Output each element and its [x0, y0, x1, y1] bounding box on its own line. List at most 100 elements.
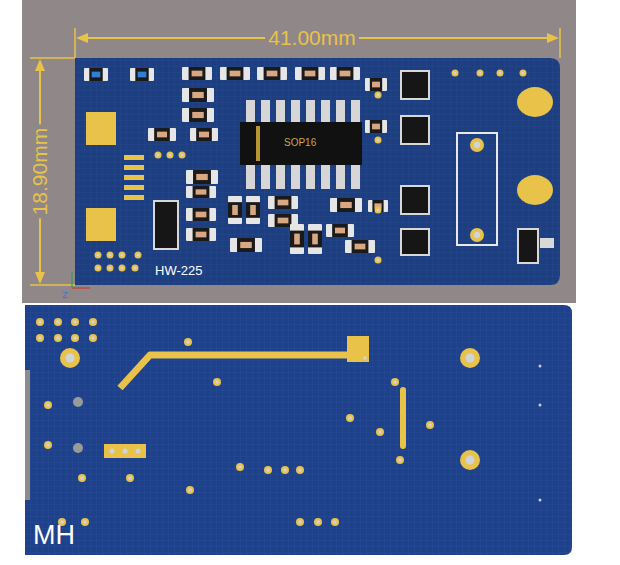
dimension-line — [74, 28, 76, 58]
black-part — [400, 70, 430, 100]
top-board — [75, 58, 560, 285]
via-hole — [215, 380, 219, 384]
via — [396, 456, 404, 464]
logo-text: MH — [33, 521, 75, 551]
terminal-pad — [517, 87, 553, 117]
trace-pad — [347, 336, 369, 362]
via-hole — [474, 142, 480, 148]
black-part — [517, 228, 539, 264]
pin1-stripe — [256, 126, 260, 161]
via-hole — [188, 488, 192, 492]
via-hole — [156, 153, 159, 156]
bottom-features — [25, 318, 542, 526]
via-hole — [123, 449, 128, 454]
via — [36, 318, 44, 326]
via — [236, 463, 244, 471]
via — [361, 354, 369, 362]
via — [520, 70, 527, 77]
via — [95, 252, 102, 259]
ic-pin — [261, 165, 270, 189]
via-hole — [91, 320, 95, 324]
via — [71, 318, 79, 326]
via — [375, 92, 382, 99]
via-hole — [96, 266, 99, 269]
via — [346, 414, 354, 422]
bottom-board-outline: MH — [25, 305, 572, 555]
smd-part — [345, 240, 375, 253]
ic-pin — [351, 100, 360, 122]
via-hole — [80, 476, 84, 480]
via-hole — [73, 336, 77, 340]
via-hole — [466, 354, 475, 363]
smd-part — [330, 198, 362, 212]
via-hole — [238, 465, 242, 469]
via-hole — [128, 476, 132, 480]
smd-part — [228, 196, 242, 224]
smd-part — [365, 120, 387, 133]
via-hole — [348, 416, 352, 420]
via-hole — [56, 320, 60, 324]
smd-part — [295, 67, 325, 80]
via — [470, 228, 484, 242]
via — [186, 486, 194, 494]
via-hole — [363, 356, 367, 360]
dimension-line — [559, 28, 561, 58]
smd-part — [130, 68, 154, 81]
board-notch — [25, 370, 30, 500]
ic-pin — [246, 100, 255, 122]
smd-part — [290, 224, 304, 254]
usb-pin — [124, 175, 144, 180]
via-hole — [136, 253, 139, 256]
black-part — [153, 200, 179, 250]
via-hole — [298, 468, 302, 472]
via — [119, 252, 126, 259]
smd-part — [308, 224, 322, 254]
via-hole — [453, 71, 456, 74]
bottom-board — [25, 305, 572, 555]
via — [179, 152, 186, 159]
smd-part — [330, 67, 360, 80]
smd-part — [186, 170, 218, 184]
via-hole — [120, 253, 123, 256]
ic-pin — [306, 100, 315, 122]
smd-part — [368, 200, 388, 212]
via — [119, 265, 126, 272]
via — [155, 152, 162, 159]
usb-pin — [124, 185, 144, 190]
via-hole — [73, 320, 77, 324]
via — [89, 318, 97, 326]
ic-pin — [291, 165, 300, 189]
smd-part — [182, 88, 214, 102]
usb-pin — [124, 195, 144, 200]
via — [426, 421, 434, 429]
usb-pad — [86, 112, 116, 145]
dot — [539, 365, 542, 368]
via-hole — [478, 71, 481, 74]
board-label: HW-225 — [155, 264, 202, 278]
black-part — [400, 185, 430, 215]
via — [460, 450, 480, 470]
via — [81, 518, 89, 526]
via — [331, 518, 339, 526]
trace — [400, 390, 406, 446]
terminal-pad — [517, 175, 553, 205]
via-hole — [66, 354, 75, 363]
via-hole — [376, 138, 379, 141]
via-hole — [378, 430, 382, 434]
ic-pin — [276, 165, 285, 189]
via — [375, 207, 382, 214]
dimension-arrow — [76, 33, 88, 43]
via-hole — [376, 258, 379, 261]
relay-outline — [457, 133, 497, 245]
via-hole — [333, 520, 337, 524]
axis-label: Z — [59, 291, 71, 301]
via-hole — [521, 71, 524, 74]
top-board-outline: HW-225SOP16 — [75, 58, 560, 285]
via-hole — [376, 93, 379, 96]
via — [89, 334, 97, 342]
via-hole — [38, 336, 42, 340]
smd-part — [220, 67, 250, 80]
via-hole — [136, 449, 141, 454]
via — [60, 348, 80, 368]
